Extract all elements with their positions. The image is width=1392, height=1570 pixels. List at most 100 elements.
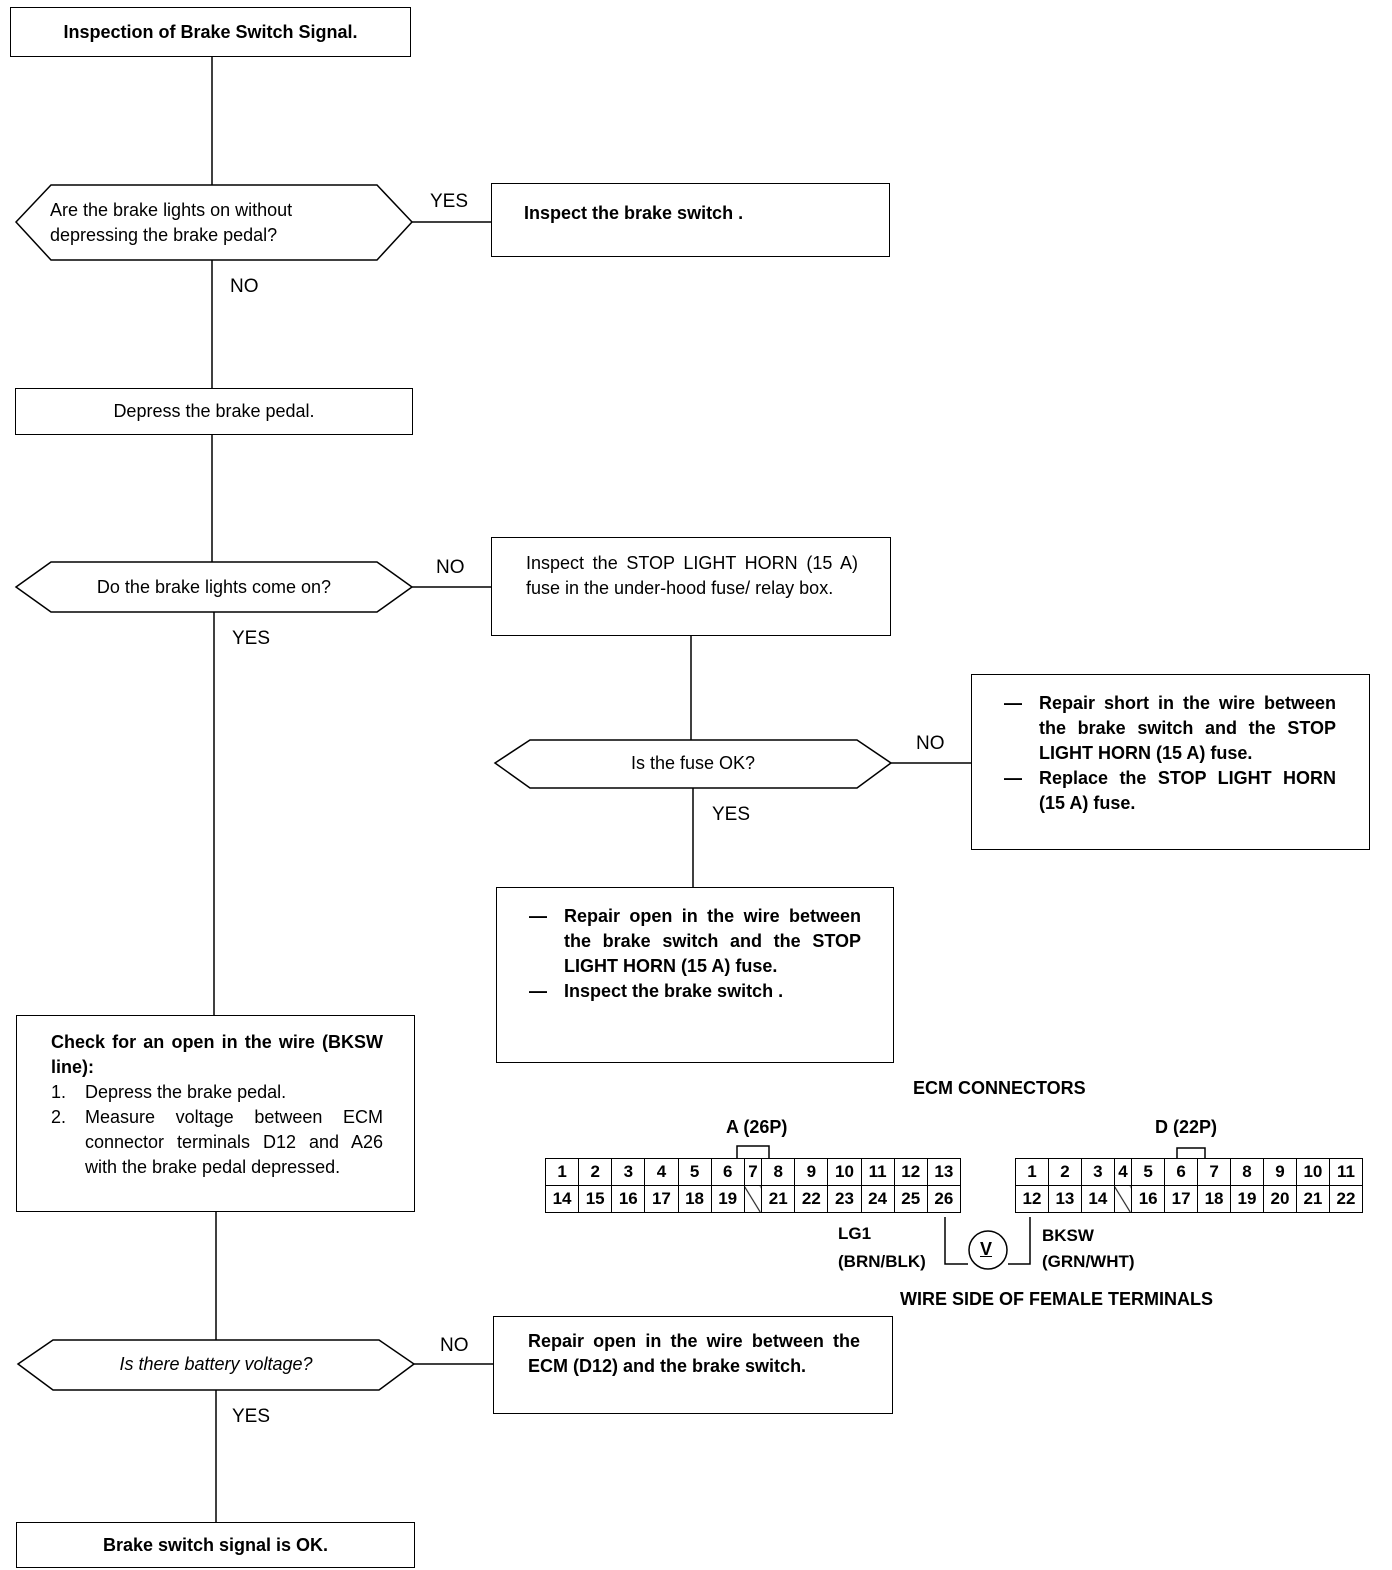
q2-yes-label: YES xyxy=(232,628,271,649)
repair-short-list: Repair short in the wire between the bra… xyxy=(1004,691,1336,816)
decision-diamond-2 xyxy=(14,561,414,613)
check-step-1-number: 1. xyxy=(51,1082,67,1102)
connector-a-terminal-19: 19 xyxy=(710,1185,745,1213)
q3-no-label: NO xyxy=(916,733,945,754)
decision-2-text: Do the brake lights come on? xyxy=(96,577,332,597)
inspect-switch-box-1: Inspect the brake switch . xyxy=(491,183,890,257)
wire-d-name: BKSW xyxy=(1042,1226,1094,1245)
connector-d-terminal-7: 7 xyxy=(1197,1158,1232,1186)
end-box: Brake switch signal is OK. xyxy=(16,1522,415,1568)
repair-short-box: Repair short in the wire between the bra… xyxy=(971,674,1370,850)
connector-d-terminal-9: 9 xyxy=(1262,1158,1297,1186)
connector-a-terminal-13: 13 xyxy=(926,1158,962,1186)
q2-no-label: NO xyxy=(436,557,465,578)
connector-a-terminal-26: 26 xyxy=(926,1185,962,1213)
decision-diamond-4 xyxy=(16,1339,416,1391)
connector-a-terminal-18: 18 xyxy=(677,1185,712,1213)
connector-d-terminal-22: 22 xyxy=(1328,1185,1364,1213)
wire-d-color: (GRN/WHT) xyxy=(1042,1252,1135,1271)
connector-a-terminal-5: 5 xyxy=(677,1158,712,1186)
q4-no-label: NO xyxy=(440,1335,469,1356)
decision-4-text: Is there battery voltage? xyxy=(119,1354,313,1374)
repair-open-list: Repair open in the wire between the brak… xyxy=(529,904,861,1004)
ecm-connectors-title: ECM CONNECTORS xyxy=(913,1078,1086,1098)
check-step-2-number: 2. xyxy=(51,1107,67,1127)
connector-d-terminal-10: 10 xyxy=(1295,1158,1330,1186)
connector-d-terminal-14: 14 xyxy=(1080,1185,1115,1213)
end-text: Brake switch signal is OK. xyxy=(102,1534,329,1555)
connector-d-label: D (22P) xyxy=(1155,1117,1218,1137)
connector-d-terminal-18: 18 xyxy=(1197,1185,1232,1213)
check-open-box: Check for an open in the wire (BKSW line… xyxy=(16,1015,415,1212)
q4-yes-label: YES xyxy=(232,1406,271,1427)
connector-d-terminal-2: 2 xyxy=(1047,1158,1082,1186)
connector-a-terminal-21: 21 xyxy=(761,1185,796,1213)
decision-1-text: Are the brake lights on without depressi… xyxy=(50,200,293,245)
connector-d-blank-cell xyxy=(1113,1185,1133,1213)
connector-a-terminal-16: 16 xyxy=(611,1185,646,1213)
connector-d-terminal-16: 16 xyxy=(1131,1185,1166,1213)
connector-a-terminal-1: 1 xyxy=(544,1158,580,1186)
connector-a-label: A (26P) xyxy=(726,1117,788,1137)
start-box: Inspection of Brake Switch Signal. xyxy=(10,7,411,57)
terminal-side-caption: WIRE SIDE OF FEMALE TERMINALS xyxy=(900,1289,1213,1309)
connector-a-terminal-22: 22 xyxy=(794,1185,829,1213)
check-step-2: 2. Measure voltage between ECM connector… xyxy=(51,1105,383,1180)
connector-a-terminal-23: 23 xyxy=(827,1185,862,1213)
check-open-steps: 1. Depress the brake pedal. 2. Measure v… xyxy=(51,1080,383,1180)
connector-d-terminal-5: 5 xyxy=(1131,1158,1166,1186)
connector-a-terminal-17: 17 xyxy=(644,1185,679,1213)
connector-d-terminal-12: 12 xyxy=(1015,1185,1049,1213)
check-open-title: Check for an open in the wire (BKSW line… xyxy=(51,1032,383,1077)
q1-no-label: NO xyxy=(230,276,259,297)
connector-d-terminal-20: 20 xyxy=(1262,1185,1297,1213)
connector-d-terminal-19: 19 xyxy=(1230,1185,1264,1213)
wire-a-name: LG1 xyxy=(838,1224,872,1243)
repair-open-box: Repair open in the wire between the brak… xyxy=(496,887,894,1063)
depress-pedal-box: Depress the brake pedal. xyxy=(15,388,413,435)
connector-d-terminal-11: 11 xyxy=(1328,1158,1364,1186)
connector-a-terminal-14: 14 xyxy=(544,1185,580,1213)
connector-d-terminal-4: 4 xyxy=(1113,1158,1133,1186)
depress-pedal-text: Depress the brake pedal. xyxy=(113,401,315,421)
connector-d-terminal-6: 6 xyxy=(1164,1158,1199,1186)
connector-d-terminal-8: 8 xyxy=(1230,1158,1264,1186)
repair-short-item: Repair short in the wire between the bra… xyxy=(1004,691,1336,766)
connector-a-terminal-11: 11 xyxy=(860,1158,895,1186)
start-text: Inspection of Brake Switch Signal. xyxy=(63,21,358,42)
connector-d-terminal-21: 21 xyxy=(1295,1185,1330,1213)
repair-open-item: Repair open in the wire between the brak… xyxy=(529,904,861,979)
voltmeter-icon: V xyxy=(980,1239,993,1259)
connector-a-terminal-25: 25 xyxy=(893,1185,928,1213)
wire-a-color: (BRN/BLK) xyxy=(838,1252,926,1271)
connector-a-terminal-24: 24 xyxy=(860,1185,895,1213)
decision-diamond-3 xyxy=(493,739,893,789)
connector-a-terminal-7: 7 xyxy=(743,1158,763,1186)
connector-d-terminal-17: 17 xyxy=(1164,1185,1199,1213)
replace-fuse-item: Replace the STOP LIGHT HORN (15 A) fuse. xyxy=(1004,766,1336,816)
connector-a-terminal-4: 4 xyxy=(644,1158,679,1186)
q3-yes-label: YES xyxy=(712,804,751,825)
inspect-fuse-text: Inspect the STOP LIGHT HORN (15 A) fuse … xyxy=(526,553,858,598)
decision-3-text: Is the fuse OK? xyxy=(630,753,756,773)
connector-a-terminal-12: 12 xyxy=(893,1158,928,1186)
connector-a-terminal-8: 8 xyxy=(761,1158,796,1186)
connector-a-terminal-3: 3 xyxy=(611,1158,646,1186)
check-step-1-text: Depress the brake pedal. xyxy=(85,1082,287,1102)
connector-a-blank-cell xyxy=(743,1185,763,1213)
connector-d-terminal-13: 13 xyxy=(1047,1185,1082,1213)
connector-d-terminal-3: 3 xyxy=(1080,1158,1115,1186)
connector-a-terminal-9: 9 xyxy=(794,1158,829,1186)
check-open-content: Check for an open in the wire (BKSW line… xyxy=(51,1030,383,1180)
decision-diamond-1 xyxy=(14,184,414,261)
connector-a-terminal-15: 15 xyxy=(578,1185,613,1213)
connector-a-terminal-10: 10 xyxy=(827,1158,862,1186)
connector-a-terminal-6: 6 xyxy=(710,1158,745,1186)
check-step-1: 1. Depress the brake pedal. xyxy=(51,1080,383,1105)
